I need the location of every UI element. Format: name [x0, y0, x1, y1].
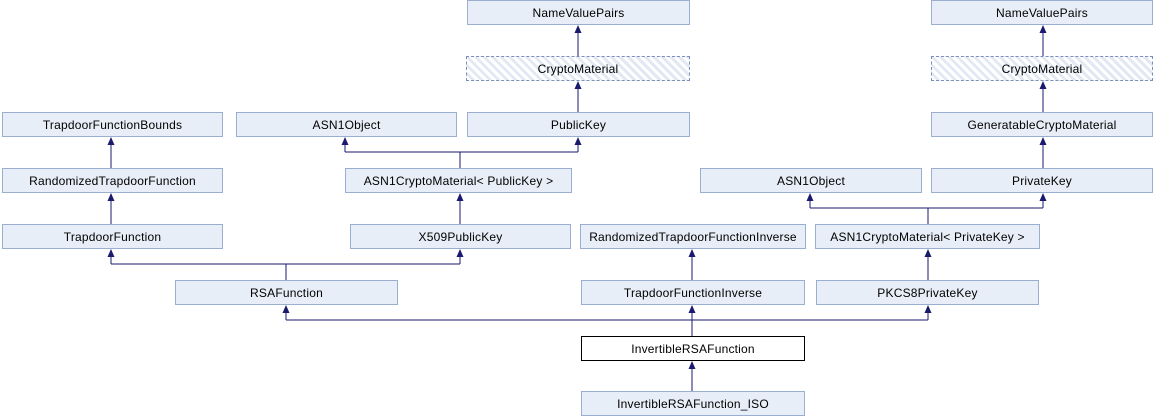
class-node-randomizedTrapdoorFunction[interactable]: RandomizedTrapdoorFunction	[2, 168, 223, 193]
class-node-label: InvertibleRSAFunction_ISO	[617, 396, 769, 411]
arrowhead-cryptoMaterialLeft-to-nameValuePairsLeft	[574, 25, 582, 33]
class-node-rsaFunction[interactable]: RSAFunction	[175, 280, 398, 305]
arrowhead-invertibleRSAFunction-parents-fork	[282, 305, 290, 313]
class-node-asn1CryptoMaterialPublic[interactable]: ASN1CryptoMaterial< PublicKey >	[345, 168, 572, 193]
class-node-label: X509PublicKey	[418, 229, 503, 244]
class-node-cryptoMaterialRight[interactable]: CryptoMaterial	[931, 56, 1153, 81]
arrowhead-privateKey-to-generatableCryptoMaterial	[1039, 137, 1047, 145]
arrowhead-trapdoorFunction-to-randomizedTrapdoorFunction	[107, 193, 115, 201]
class-node-label: GeneratableCryptoMaterial	[967, 117, 1117, 132]
class-node-label: RandomizedTrapdoorFunctionInverse	[589, 229, 797, 244]
arrowhead-asn1CryptoMaterialPrivate-parents-fork	[1039, 193, 1047, 201]
class-node-invertibleRSAFunctionISO[interactable]: InvertibleRSAFunction_ISO	[581, 391, 805, 416]
arrowhead-asn1CryptoMaterialPublic-parents-fork	[574, 137, 582, 145]
class-node-label: PrivateKey	[1011, 173, 1073, 188]
class-node-label: RSAFunction	[250, 285, 323, 300]
arrowhead-asn1CryptoMaterialPrivate-parents-fork	[806, 193, 814, 201]
class-node-nameValuePairsLeft[interactable]: NameValuePairs	[467, 0, 690, 25]
arrowhead-asn1CryptoMaterialPublic-parents-fork	[341, 137, 349, 145]
class-node-label: ASN1CryptoMaterial< PrivateKey >	[830, 229, 1025, 244]
class-node-label: CryptoMaterial	[537, 61, 619, 76]
arrowhead-rsaFunction-parents-fork	[107, 249, 115, 257]
class-node-cryptoMaterialLeft[interactable]: CryptoMaterial	[466, 56, 690, 81]
class-node-randomizedTrapdoorFuncInv[interactable]: RandomizedTrapdoorFunctionInverse	[580, 224, 806, 249]
class-node-trapdoorFunction[interactable]: TrapdoorFunction	[2, 224, 223, 249]
class-node-asn1ObjectLeft[interactable]: ASN1Object	[236, 112, 457, 137]
arrowhead-invertibleRSAFunction-parents-fork	[924, 305, 932, 313]
class-node-trapdoorFunctionBounds[interactable]: TrapdoorFunctionBounds	[2, 112, 223, 137]
arrowhead-x509PublicKey-to-asn1CryptoMaterialPublic	[456, 193, 464, 201]
class-node-label: PublicKey	[550, 117, 607, 132]
class-node-label: NameValuePairs	[996, 5, 1088, 20]
arrowhead-cryptoMaterialRight-to-nameValuePairsRight	[1039, 25, 1047, 33]
class-node-x509PublicKey[interactable]: X509PublicKey	[350, 224, 571, 249]
class-node-label: ASN1Object	[776, 173, 846, 188]
class-node-nameValuePairsRight[interactable]: NameValuePairs	[931, 0, 1153, 25]
arrowhead-invertibleRSAFunctionISO-to-invertibleRSAFunction	[688, 361, 696, 369]
arrowhead-randomizedTrapdoorFunction-to-trapdoorFunctionBounds	[107, 137, 115, 145]
arrowhead-invertibleRSAFunction-parents-fork	[688, 305, 696, 313]
class-node-label: TrapdoorFunctionBounds	[42, 117, 183, 132]
class-node-trapdoorFunctionInverse[interactable]: TrapdoorFunctionInverse	[581, 280, 805, 305]
class-node-label: RandomizedTrapdoorFunction	[29, 173, 196, 188]
class-node-pkcs8PrivateKey[interactable]: PKCS8PrivateKey	[816, 280, 1039, 305]
class-node-publicKey[interactable]: PublicKey	[467, 112, 690, 137]
arrowhead-rsaFunction-parents-fork	[456, 249, 464, 257]
class-node-privateKey[interactable]: PrivateKey	[931, 168, 1153, 193]
class-node-label: InvertibleRSAFunction	[631, 341, 755, 356]
class-node-asn1ObjectRight[interactable]: ASN1Object	[700, 168, 922, 193]
class-node-label: CryptoMaterial	[1001, 61, 1083, 76]
arrowhead-pkcs8PrivateKey-to-asn1CryptoMaterialPrivate	[924, 249, 932, 257]
class-node-generatableCryptoMaterial[interactable]: GeneratableCryptoMaterial	[931, 112, 1153, 137]
arrowhead-publicKey-to-cryptoMaterialLeft	[574, 81, 582, 89]
class-node-label: NameValuePairs	[532, 5, 625, 20]
class-node-label: TrapdoorFunctionInverse	[623, 285, 763, 300]
class-node-invertibleRSAFunction[interactable]: InvertibleRSAFunction	[581, 336, 805, 361]
arrowhead-generatableCryptoMaterial-to-cryptoMaterialRight	[1039, 81, 1047, 89]
class-node-asn1CryptoMaterialPrivate[interactable]: ASN1CryptoMaterial< PrivateKey >	[815, 224, 1040, 249]
arrowhead-trapdoorFunctionInverse-to-randomizedTrapdoorFuncInv	[688, 249, 696, 257]
class-node-label: ASN1CryptoMaterial< PublicKey >	[363, 173, 554, 188]
class-node-label: PKCS8PrivateKey	[877, 285, 978, 300]
class-node-label: ASN1Object	[312, 117, 381, 132]
class-node-label: TrapdoorFunction	[63, 229, 162, 244]
